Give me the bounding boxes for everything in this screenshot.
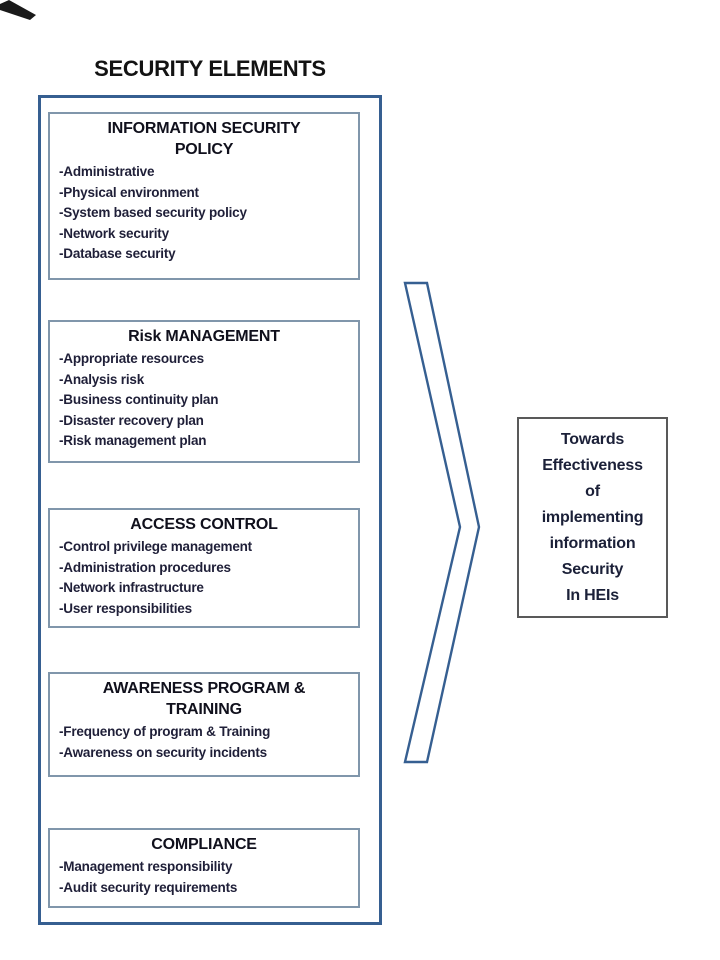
section-item: -Frequency of program & Training — [59, 724, 271, 739]
section-heading: COMPLIANCE — [50, 834, 358, 855]
section-item: -Appropriate resources — [59, 351, 204, 366]
section-heading: AWARENESS PROGRAM & TRAINING — [50, 678, 358, 720]
section-heading-line: COMPLIANCE — [151, 836, 257, 853]
outcome-line: information — [549, 535, 636, 552]
section-item: -Disaster recovery plan — [59, 412, 204, 428]
section-box-compliance: COMPLIANCE -Management responsibility -Aud… — [48, 828, 360, 908]
outcome-line: Security — [561, 561, 624, 578]
section-item: -System based security policy — [59, 205, 247, 220]
section-item: -Risk management plan — [59, 433, 207, 448]
section-box-information-security-policy: INFORMATION SECURITY POLICY -Administrativ… — [48, 112, 360, 280]
section-item: -Network infrastructure — [59, 580, 204, 595]
outcome-line: In HEIs — [566, 587, 619, 604]
section-item: -Audit security requirements — [59, 879, 238, 895]
section-box-access-control: ACCESS CONTROL -Control privilege managem… — [48, 508, 360, 628]
section-item: -Administrative — [59, 164, 155, 179]
section-item: -Control privilege management — [59, 539, 252, 554]
section-item: -Analysis risk — [59, 371, 144, 387]
section-heading: INFORMATION SECURITY POLICY — [50, 118, 358, 160]
section-item: -Network security — [59, 225, 169, 241]
section-item-list: -Appropriate resources -Analysis risk -Bus… — [50, 349, 358, 452]
section-item: -Administration procedures — [59, 559, 231, 575]
section-box-risk-management: Risk MANAGEMENT -Appropriate resources -An… — [48, 320, 360, 463]
section-item: -Database security — [59, 246, 176, 261]
section-item: -Awareness on security incidents — [59, 744, 267, 760]
section-heading-line: TRAINING — [166, 701, 242, 718]
section-item-list: -Control privilege management -Administra… — [50, 537, 358, 619]
outcome-line: implementing — [541, 509, 644, 526]
section-box-awareness-program-training: AWARENESS PROGRAM & TRAINING -Frequency of… — [48, 672, 360, 777]
section-heading-line: POLICY — [174, 141, 234, 158]
section-heading-line: INFORMATION SECURITY — [107, 120, 301, 137]
section-heading-line: AWARENESS PROGRAM & — [102, 680, 306, 697]
section-heading-line: ACCESS CONTROL — [130, 516, 278, 533]
section-item: -Physical environment — [59, 184, 199, 200]
outcome-line: of — [585, 483, 600, 500]
corner-mark — [0, 0, 36, 20]
section-item: -User responsibilities — [59, 600, 192, 616]
section-item-list: -Administrative -Physical environment -Sys… — [50, 162, 358, 265]
outcome-line: Effectiveness — [542, 457, 643, 474]
section-item-list: -Management responsibility -Audit securit… — [50, 857, 358, 898]
figure-title: SECURITY ELEMENTS — [94, 56, 326, 81]
right-chevron-icon — [403, 281, 481, 764]
outcome-line: Towards — [560, 431, 625, 448]
section-heading: ACCESS CONTROL — [50, 514, 358, 535]
section-item: -Business continuity plan — [59, 392, 219, 407]
section-item-list: -Frequency of program & Training -Awarene… — [50, 722, 358, 763]
section-item: -Management responsibility — [59, 859, 233, 874]
section-heading-line: Risk MANAGEMENT — [128, 328, 280, 345]
section-heading: Risk MANAGEMENT — [50, 326, 358, 347]
